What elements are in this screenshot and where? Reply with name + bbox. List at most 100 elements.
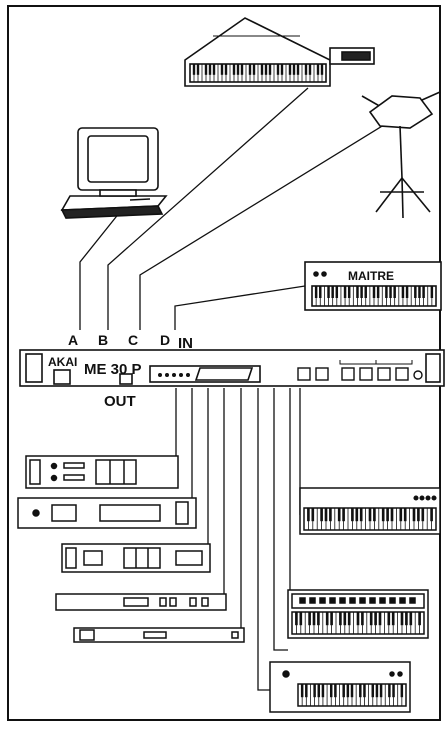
black-key — [369, 612, 373, 626]
black-key — [403, 508, 407, 522]
keyboard-synth-3 — [269, 661, 411, 713]
patchbay-unit — [19, 349, 445, 387]
black-key — [337, 508, 341, 522]
drum-pad-icon — [361, 91, 441, 219]
kb3-keys — [300, 684, 404, 706]
black-key — [252, 64, 256, 75]
black-key — [351, 508, 354, 522]
black-key — [343, 612, 347, 626]
black-key — [299, 612, 303, 626]
panel-button — [299, 597, 306, 604]
black-key — [308, 64, 312, 75]
black-key — [417, 508, 420, 522]
black-key — [208, 64, 212, 75]
black-key — [430, 286, 434, 298]
black-key — [317, 612, 320, 626]
black-key — [307, 508, 310, 522]
black-key — [359, 684, 362, 698]
black-key — [220, 64, 224, 75]
patchbay-leds — [158, 373, 190, 377]
keyboard-synth-1 — [299, 487, 441, 535]
black-key — [401, 286, 405, 298]
patchbay-switches — [297, 360, 423, 381]
black-key — [361, 612, 364, 626]
panel-button — [309, 597, 316, 604]
input-label-a: A — [68, 332, 78, 348]
black-key — [204, 64, 208, 75]
black-key — [236, 64, 240, 75]
black-key — [342, 684, 345, 698]
panel-button — [349, 597, 356, 604]
switch-group-bracket — [375, 360, 413, 365]
input-label-b: B — [98, 332, 108, 348]
black-key — [334, 684, 337, 698]
black-key — [296, 64, 300, 75]
black-key — [405, 286, 409, 298]
black-key — [368, 508, 372, 522]
black-key — [400, 612, 404, 626]
black-key — [339, 612, 342, 626]
computer-icon — [60, 127, 168, 219]
kb2-keys — [295, 612, 421, 634]
panel-button — [329, 597, 336, 604]
black-key — [305, 684, 308, 698]
rack-module-4 — [55, 593, 227, 611]
keyboard-synth-2 — [287, 589, 429, 639]
black-key — [342, 508, 345, 522]
black-key — [320, 64, 324, 75]
black-key — [316, 64, 320, 75]
out-label: OUT — [104, 393, 136, 410]
panel-button — [369, 597, 376, 604]
black-key — [330, 612, 333, 626]
black-key — [347, 286, 351, 298]
panel-button — [379, 597, 386, 604]
black-key — [295, 612, 298, 626]
black-key — [324, 508, 328, 522]
black-key — [232, 64, 236, 75]
master-keyboard-label: MAITRE — [348, 269, 394, 283]
black-key — [288, 64, 292, 75]
power-knob — [413, 370, 423, 380]
led — [158, 373, 162, 377]
cable-b — [107, 87, 309, 330]
black-key — [390, 508, 394, 522]
black-key — [375, 684, 379, 698]
black-key — [304, 64, 308, 75]
black-key — [374, 612, 377, 626]
cable-out-7 — [273, 388, 288, 651]
black-key — [311, 508, 315, 522]
panel-button — [319, 597, 326, 604]
black-key — [409, 612, 413, 626]
black-key — [387, 612, 391, 626]
black-key — [192, 64, 196, 75]
black-key — [412, 508, 416, 522]
black-key — [331, 286, 334, 298]
black-key — [363, 684, 366, 698]
panel-button — [339, 597, 346, 604]
keytar-icon — [184, 17, 375, 87]
black-key — [356, 612, 360, 626]
black-key — [268, 64, 272, 75]
led — [172, 373, 176, 377]
black-key — [325, 612, 329, 626]
black-key — [327, 286, 330, 298]
rack-module-2 — [17, 497, 197, 529]
black-key — [400, 684, 404, 698]
patchbay-model: ME 30 P — [84, 361, 142, 378]
patch-switch — [395, 367, 409, 381]
black-key — [371, 684, 375, 698]
rack-module-3 — [61, 543, 211, 573]
panel-button — [389, 597, 396, 604]
black-key — [212, 64, 216, 75]
led — [165, 373, 169, 377]
keytar-keys — [192, 64, 324, 82]
black-key — [418, 286, 421, 298]
black-key — [350, 684, 354, 698]
patch-switch — [297, 367, 311, 381]
black-key — [359, 508, 363, 522]
black-key — [314, 286, 318, 298]
black-key — [399, 508, 403, 522]
black-key — [418, 612, 421, 626]
patch-switch — [315, 367, 329, 381]
